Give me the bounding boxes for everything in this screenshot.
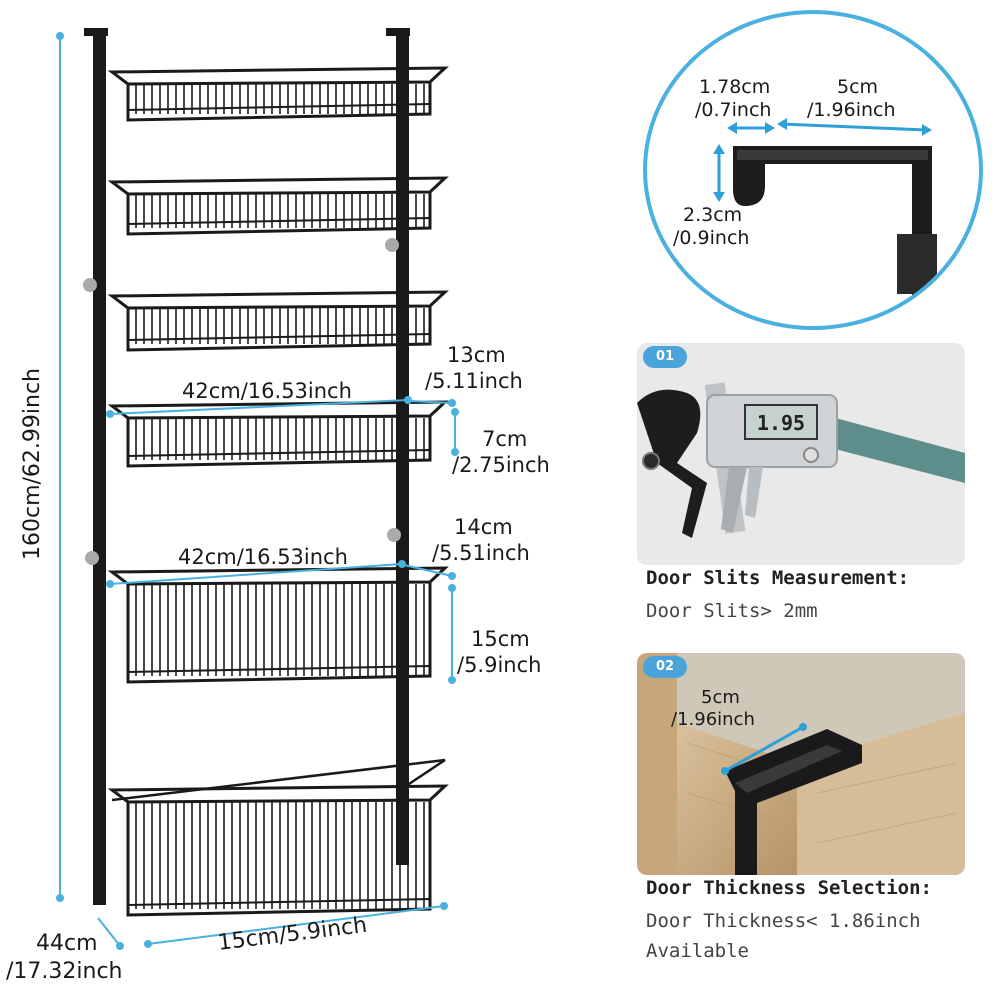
rack-shelves: [107, 66, 449, 917]
base-width-cm: 44cm: [36, 931, 98, 956]
hook-thickness-inch: /0.7inch: [695, 98, 772, 121]
basket-6-rim: [111, 758, 446, 802]
shelf-height-cm: 7cm: [482, 427, 528, 451]
shelf-2: [107, 176, 449, 236]
hook-detail-circle: 1.78cm /0.7inch 5cm /1.96inch 2.3cm /0.9…: [643, 10, 983, 330]
top-depth-inch: /5.11inch: [425, 369, 523, 394]
top-width-label: 42cm/16.53inch: [182, 379, 352, 403]
door-thickness-photo: 02 5cm /1.96inch: [637, 653, 965, 875]
door-slits-photo: 1.95 01: [637, 343, 965, 565]
bottom-depth-inch: /5.51inch: [432, 541, 530, 566]
badge-02: 02: [643, 656, 687, 678]
caliper-reading: 1.95: [757, 411, 805, 435]
door-thickness-title: Door Thickness Selection:: [646, 877, 932, 899]
rack-illustration: [56, 28, 459, 950]
door-hook-width-inch: /1.96inch: [671, 708, 755, 730]
badge-01: 01: [643, 346, 687, 368]
basket-height-label: 15cm /5.9inch: [457, 626, 541, 679]
door-hook-width-label: 5cm /1.96inch: [671, 687, 755, 730]
basket-height-cm: 15cm: [471, 627, 530, 651]
door-hook-width-cm: 5cm: [701, 687, 740, 708]
base-width-label: 44cm /17.32inch: [6, 930, 123, 985]
door-slits-body: Door Slits> 2mm: [646, 600, 818, 622]
basket-5: [107, 566, 449, 684]
door-slits-title: Door Slits Measurement:: [646, 567, 910, 589]
hook-width-cm: 5cm: [837, 76, 879, 98]
bottom-width-label: 42cm/16.53inch: [178, 545, 348, 569]
hook-height-inch: /0.9inch: [673, 226, 750, 249]
bottom-depth-cm: 14cm: [454, 515, 513, 539]
basket-6: [107, 784, 449, 917]
base-width-inch: /17.32inch: [6, 958, 123, 984]
door-thickness-body: Door Thickness< 1.86inch Available: [646, 906, 921, 967]
hook-detail-drawing: [713, 118, 937, 304]
bottom-depth-label: 14cm /5.51inch: [432, 514, 530, 567]
door-thickness-body-line2: Available: [646, 940, 749, 963]
dimension-lines: [97, 396, 459, 950]
caliper-illustration: 1.95: [637, 343, 965, 565]
door-thickness-body-line1: Door Thickness< 1.86inch: [646, 910, 921, 932]
hook-width-label: 5cm /1.96inch: [807, 76, 896, 122]
rack-height-label: 160cm/62.99inch: [20, 367, 45, 560]
hook-width-inch: /1.96inch: [807, 98, 896, 121]
hook-thickness-label: 1.78cm /0.7inch: [695, 76, 771, 122]
top-depth-cm: 13cm: [447, 343, 506, 367]
basket-height-inch: /5.9inch: [457, 653, 542, 678]
door-illustration: [637, 653, 965, 875]
hook-height-cm: 2.3cm: [683, 204, 743, 226]
shelf-height-label: 7cm /2.75inch: [452, 426, 550, 479]
shelf-3: [107, 290, 449, 352]
shelf-1: [107, 66, 449, 122]
shelf-height-inch: /2.75inch: [452, 453, 550, 478]
hook-height-label: 2.3cm /0.9inch: [673, 204, 749, 250]
hook-thickness-cm: 1.78cm: [699, 76, 771, 98]
top-depth-label: 13cm /5.11inch: [425, 342, 523, 395]
